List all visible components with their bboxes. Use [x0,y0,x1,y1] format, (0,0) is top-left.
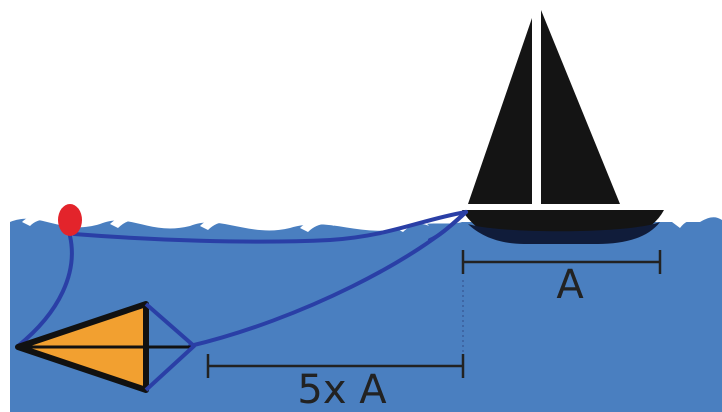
drogue-distance-dimension [206,354,465,378]
mast [532,10,541,210]
wave-crest [300,219,334,232]
buoy-line [72,210,468,244]
wave-crest [22,214,52,226]
tow-lines [16,210,468,348]
hull-shadow [468,222,660,244]
wave-crest [672,214,704,228]
sailboat-icon [462,10,664,244]
main-sail [468,18,532,204]
drogue-distance-label: 5x A [297,367,387,412]
water-body [10,217,722,412]
boat-length-dimension [461,250,662,274]
wave-crests [22,214,704,232]
buoy-icon [58,204,82,236]
jib-sail [541,10,620,204]
drogue-line [188,210,468,348]
drogue-bridle [144,302,196,392]
buoy-tether [16,234,74,348]
wave-crest [110,215,144,228]
boat-length-label: A [556,262,584,308]
drogue-icon [15,301,196,393]
wave-crest [200,217,234,230]
